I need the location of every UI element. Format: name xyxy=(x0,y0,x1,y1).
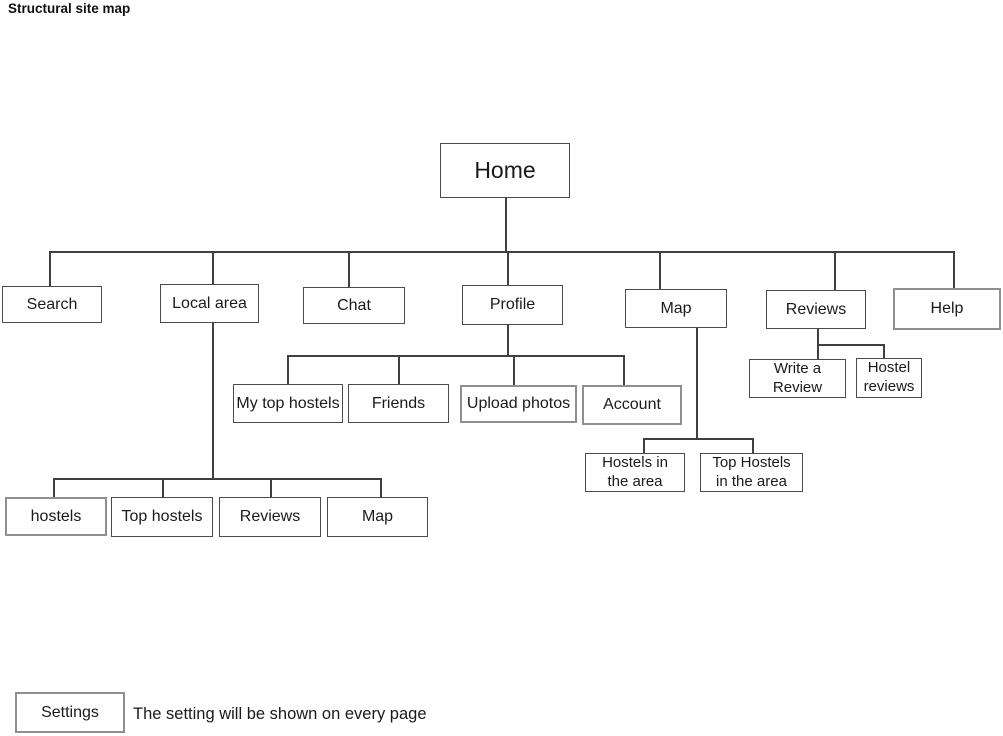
connector-line xyxy=(53,478,55,498)
connector-line xyxy=(507,325,509,356)
node-label: Map xyxy=(361,508,394,525)
connector-line xyxy=(659,251,661,290)
node-reviews: Reviews xyxy=(766,290,866,329)
node-upload-photos: Upload photos xyxy=(460,385,577,423)
connector-line xyxy=(953,251,955,289)
node-label: Profile xyxy=(489,296,536,313)
connector-line xyxy=(270,478,272,498)
node-hostel-reviews: Hostel reviews xyxy=(856,358,922,398)
connector-line xyxy=(513,355,515,386)
node-label: Help xyxy=(930,300,964,317)
node-label: Top hostels xyxy=(121,508,203,525)
node-chat: Chat xyxy=(303,287,405,324)
node-search: Search xyxy=(2,286,102,323)
node-settings: Settings xyxy=(15,692,125,733)
connector-line xyxy=(817,344,884,346)
connector-line xyxy=(287,355,289,385)
node-label: Local area xyxy=(172,294,247,312)
node-label: hostels xyxy=(30,507,82,525)
connector-line xyxy=(212,323,214,478)
node-home: Home xyxy=(440,143,570,198)
node-label: Map xyxy=(660,299,692,317)
connector-line xyxy=(505,198,507,251)
node-top-hostels-in-the-area: Top Hostels in the area xyxy=(700,453,803,492)
node-label: Chat xyxy=(337,296,371,314)
node-my-top-hostels: My top hostels xyxy=(233,384,343,423)
node-label: Home xyxy=(474,157,536,183)
connector-line xyxy=(212,251,214,285)
connector-line xyxy=(162,478,164,498)
node-profile: Profile xyxy=(462,285,563,325)
node-label: Account xyxy=(603,396,661,413)
node-label: Hostel reviews xyxy=(863,359,915,395)
connector-line xyxy=(643,438,645,454)
node-help: Help xyxy=(893,288,1001,330)
node-label: Hostels in the area xyxy=(602,453,668,490)
node-write-a-review: Write a Review xyxy=(749,359,846,398)
node-label: Reviews xyxy=(239,508,301,525)
node-account: Account xyxy=(582,385,682,425)
connector-line xyxy=(49,251,954,253)
connector-line xyxy=(752,438,754,454)
node-label: Top Hostels in the area xyxy=(712,453,791,490)
connector-line xyxy=(696,328,698,438)
connector-line xyxy=(53,478,381,480)
node-label: Search xyxy=(26,295,78,313)
settings-note: The setting will be shown on every page xyxy=(133,705,427,723)
connector-line xyxy=(883,344,885,359)
node-label: My top hostels xyxy=(236,394,340,412)
node-label: Settings xyxy=(41,703,99,721)
node-reviews-local: Reviews xyxy=(219,497,321,537)
node-local-area: Local area xyxy=(160,284,259,323)
connector-line xyxy=(834,251,836,291)
connector-line xyxy=(49,251,51,287)
connector-line xyxy=(623,355,625,386)
node-hostels-in-the-area: Hostels in the area xyxy=(585,453,685,492)
node-top-hostels: Top hostels xyxy=(111,497,213,537)
page-title: Structural site map xyxy=(8,1,131,16)
node-map-local: Map xyxy=(327,497,428,537)
node-hostels: hostels xyxy=(5,497,107,536)
connector-line xyxy=(398,355,400,385)
node-map: Map xyxy=(625,289,727,328)
node-label: Reviews xyxy=(785,300,847,318)
node-label: Write a Review xyxy=(772,359,823,396)
connector-line xyxy=(380,478,382,498)
node-friends: Friends xyxy=(348,384,449,423)
connector-line xyxy=(643,438,753,440)
connector-line xyxy=(507,251,509,286)
connector-line xyxy=(348,251,350,288)
node-label: Friends xyxy=(371,394,426,412)
connector-line xyxy=(287,355,624,357)
node-label: Upload photos xyxy=(466,395,571,412)
